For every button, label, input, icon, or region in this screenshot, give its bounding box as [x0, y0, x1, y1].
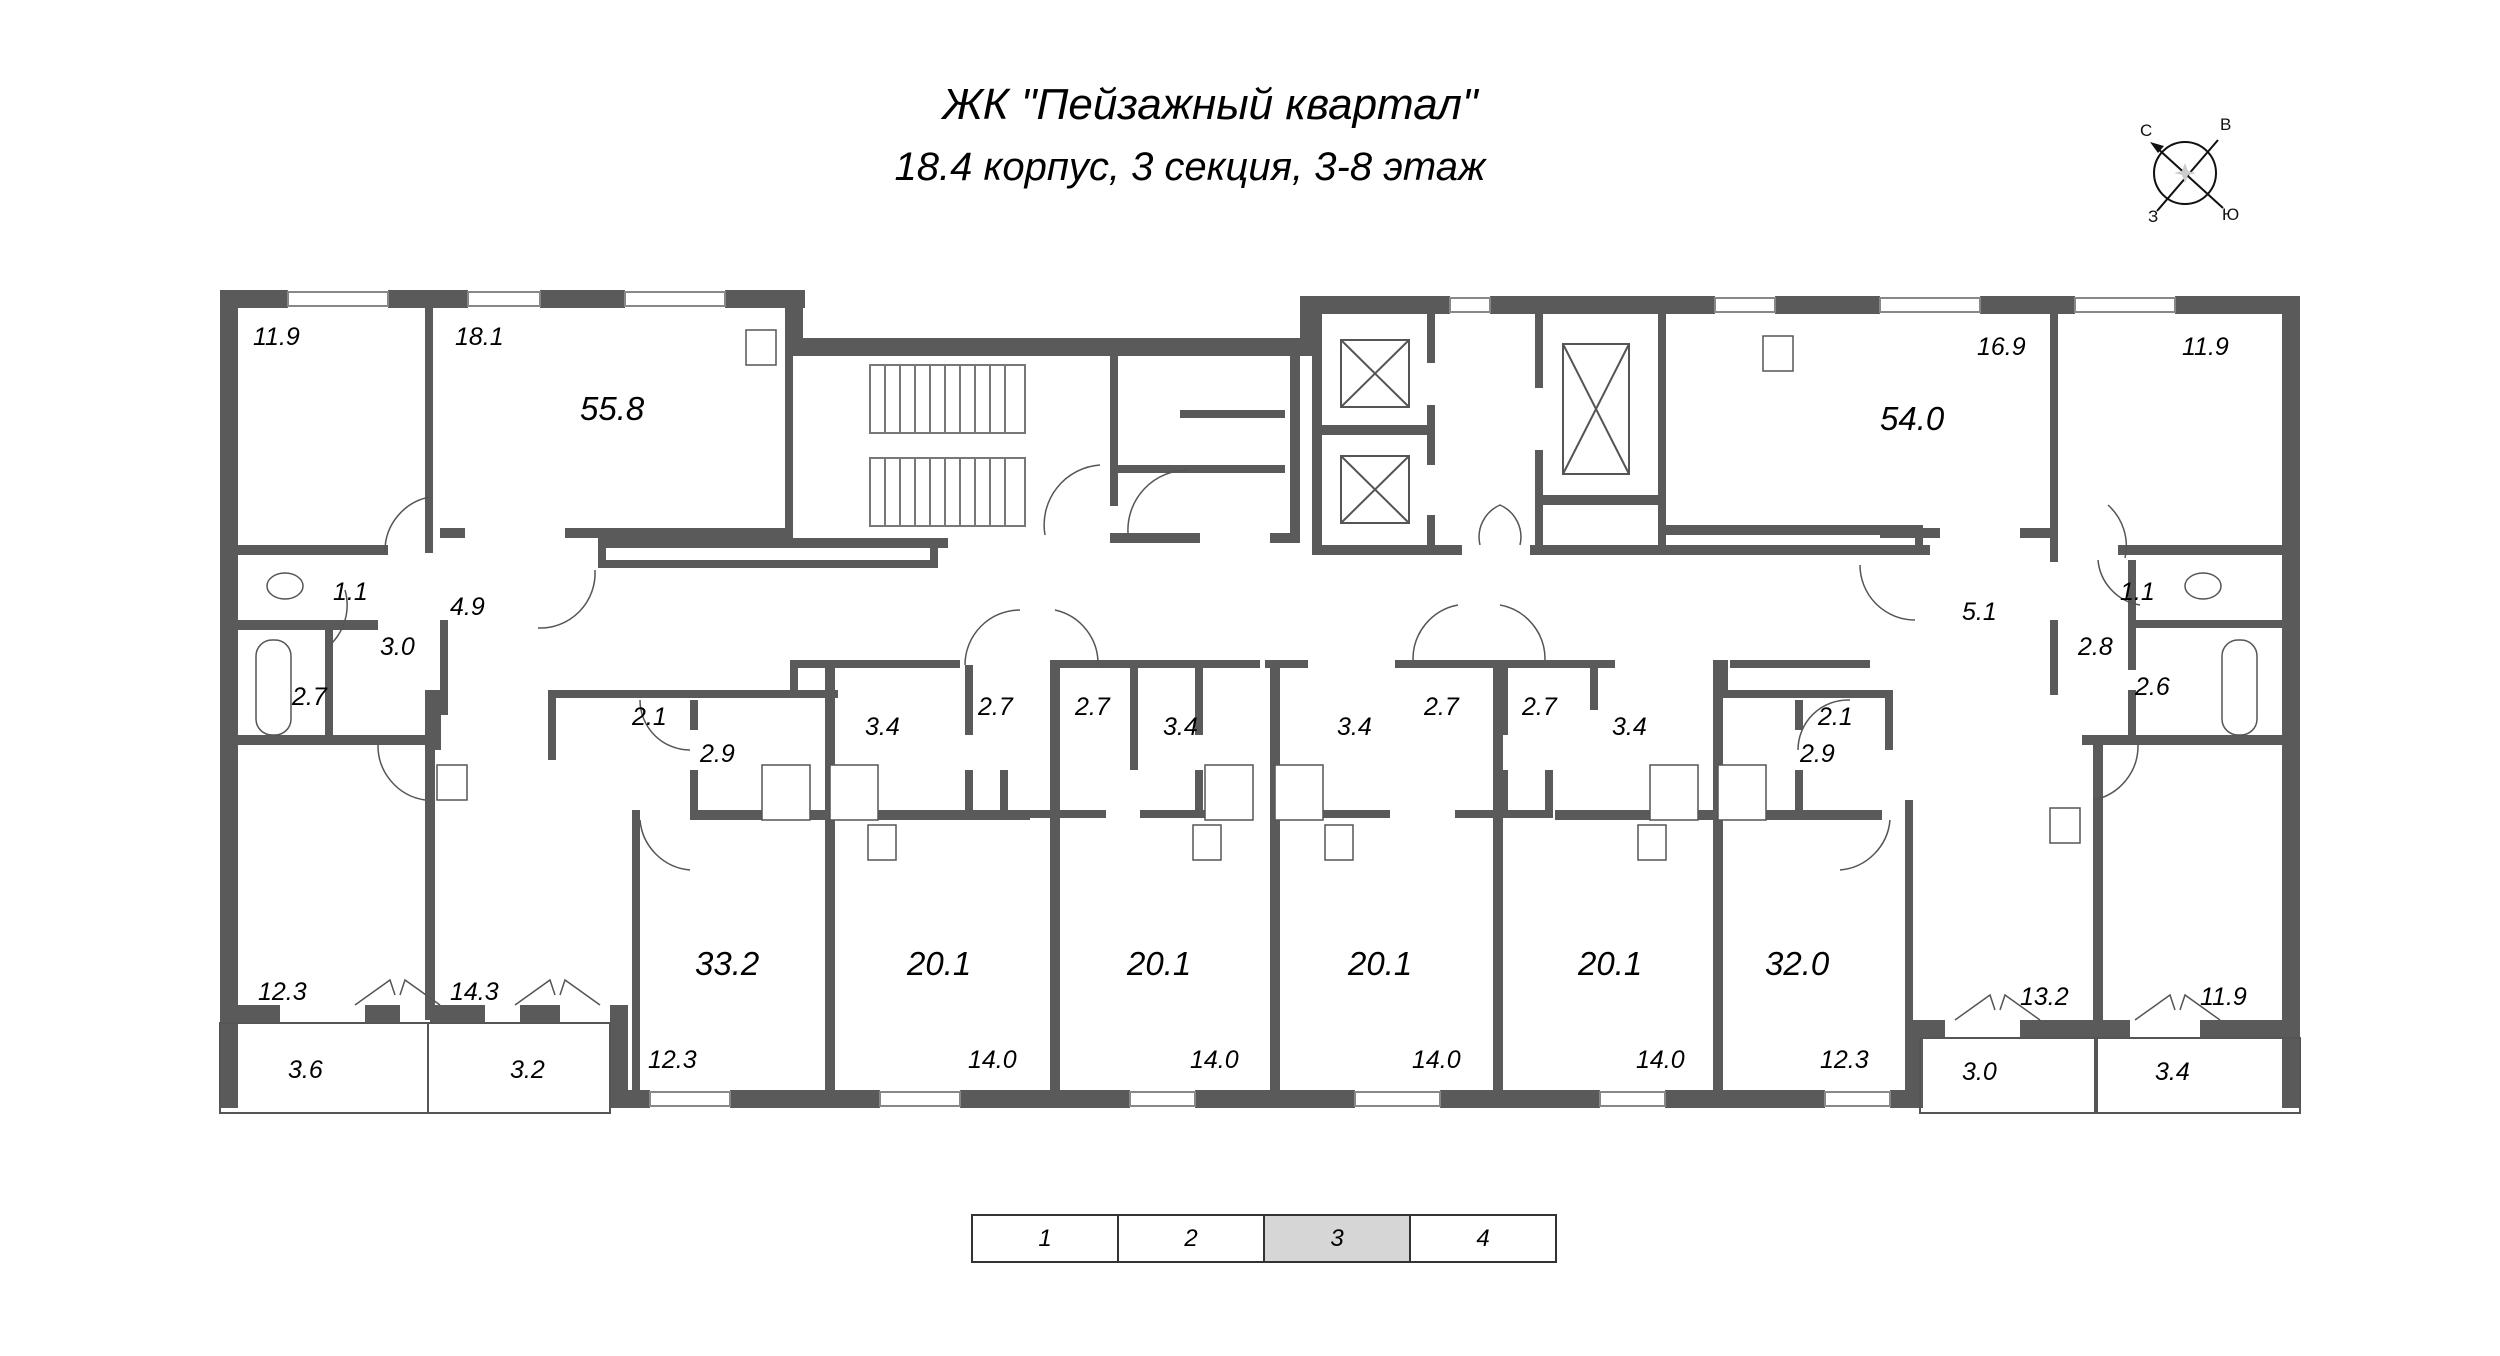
svg-text:2.1: 2.1: [631, 703, 667, 731]
walls: [220, 290, 2300, 1108]
building-subtitle: 18.4 корпус, 3 секция, 3-8 этаж: [894, 145, 1486, 189]
svg-text:2.7: 2.7: [977, 693, 1014, 721]
fixtures: [255, 329, 2258, 861]
compass-south-label: Ю: [2222, 205, 2240, 224]
complex-title: ЖК "Пейзажный квартал": [942, 80, 1478, 129]
svg-text:11.9: 11.9: [253, 323, 300, 351]
section-selector: 1 2 3 4: [971, 1214, 1557, 1263]
svg-text:12.3: 12.3: [1820, 1046, 1869, 1074]
section-tab-2[interactable]: 2: [1119, 1216, 1265, 1261]
svg-text:14.0: 14.0: [1190, 1046, 1239, 1074]
stove-icon: [436, 764, 468, 801]
svg-text:18.1: 18.1: [455, 323, 504, 351]
svg-text:1.1: 1.1: [2120, 578, 2155, 606]
stove-icon: [2049, 807, 2081, 844]
shower-icon: [1717, 764, 1767, 821]
shower-icon: [1204, 764, 1254, 821]
stove-icon: [1637, 824, 1667, 861]
svg-text:16.9: 16.9: [1977, 333, 2026, 361]
svg-text:14.3: 14.3: [450, 978, 499, 1006]
doors: [329, 464, 2221, 1021]
svg-text:3.4: 3.4: [1337, 713, 1372, 741]
shower-icon: [829, 764, 879, 821]
svg-text:2.7: 2.7: [1521, 693, 1558, 721]
staircase: [869, 364, 1026, 527]
stove-icon: [867, 824, 897, 861]
toilet-icon: [2184, 572, 2222, 600]
svg-text:14.0: 14.0: [968, 1046, 1017, 1074]
svg-text:20.1: 20.1: [1347, 945, 1412, 982]
svg-text:2.7: 2.7: [1423, 693, 1460, 721]
svg-text:3.6: 3.6: [288, 1056, 323, 1084]
svg-text:2.7: 2.7: [1074, 693, 1111, 721]
elevator-icons: [1340, 339, 1630, 524]
svg-text:5.1: 5.1: [1962, 598, 1997, 626]
svg-text:20.1: 20.1: [1577, 945, 1642, 982]
svg-text:54.0: 54.0: [1880, 400, 1945, 437]
svg-text:3.4: 3.4: [2155, 1058, 2190, 1086]
svg-text:1.1: 1.1: [333, 578, 368, 606]
compass-rose-icon: С В Ю З: [2120, 115, 2250, 226]
svg-text:14.0: 14.0: [1412, 1046, 1461, 1074]
stove-icon: [1324, 824, 1354, 861]
svg-text:32.0: 32.0: [1765, 945, 1830, 982]
svg-text:12.3: 12.3: [648, 1046, 697, 1074]
svg-text:2.1: 2.1: [1817, 703, 1853, 731]
svg-text:4.9: 4.9: [450, 593, 485, 621]
bathtub-icon: [255, 639, 292, 736]
svg-text:3.0: 3.0: [380, 633, 415, 661]
svg-text:20.1: 20.1: [906, 945, 971, 982]
svg-text:11.9: 11.9: [2182, 333, 2229, 361]
shower-icon: [1274, 764, 1324, 821]
windows: [287, 291, 2176, 1107]
bathtub-icon: [2221, 639, 2258, 736]
svg-text:55.8: 55.8: [580, 390, 645, 427]
room-area-labels: 11.9 18.1 55.8 1.1 4.9 3.0 2.7 2.1 2.9 3…: [253, 323, 2247, 1086]
stove-icon: [1762, 335, 1794, 372]
svg-text:11.9: 11.9: [2200, 983, 2247, 1011]
section-tab-1[interactable]: 1: [973, 1216, 1119, 1261]
compass-west-label: З: [2148, 207, 2159, 226]
shower-icon: [1649, 764, 1699, 821]
svg-text:3.4: 3.4: [1612, 713, 1647, 741]
svg-text:20.1: 20.1: [1126, 945, 1191, 982]
svg-text:2.7: 2.7: [291, 683, 328, 711]
svg-text:3.4: 3.4: [865, 713, 900, 741]
svg-text:2.8: 2.8: [2077, 633, 2113, 661]
svg-text:13.2: 13.2: [2020, 983, 2069, 1011]
svg-text:33.2: 33.2: [695, 945, 759, 982]
svg-text:3.2: 3.2: [510, 1056, 545, 1084]
section-tab-3[interactable]: 3: [1265, 1216, 1411, 1261]
svg-text:12.3: 12.3: [258, 978, 307, 1006]
svg-text:2.6: 2.6: [2134, 673, 2170, 701]
balconies: [219, 1022, 2301, 1114]
stove-icon: [745, 329, 777, 366]
stove-icon: [1192, 824, 1222, 861]
toilet-icon: [266, 572, 304, 600]
svg-text:3.0: 3.0: [1962, 1058, 1997, 1086]
svg-text:3.4: 3.4: [1163, 713, 1198, 741]
section-tab-4[interactable]: 4: [1411, 1216, 1555, 1261]
svg-text:2.9: 2.9: [699, 740, 735, 768]
svg-text:14.0: 14.0: [1636, 1046, 1685, 1074]
svg-text:2.9: 2.9: [1799, 740, 1835, 768]
shower-icon: [761, 764, 811, 821]
compass-east-label: В: [2220, 115, 2232, 134]
compass-north-label: С: [2140, 121, 2153, 140]
